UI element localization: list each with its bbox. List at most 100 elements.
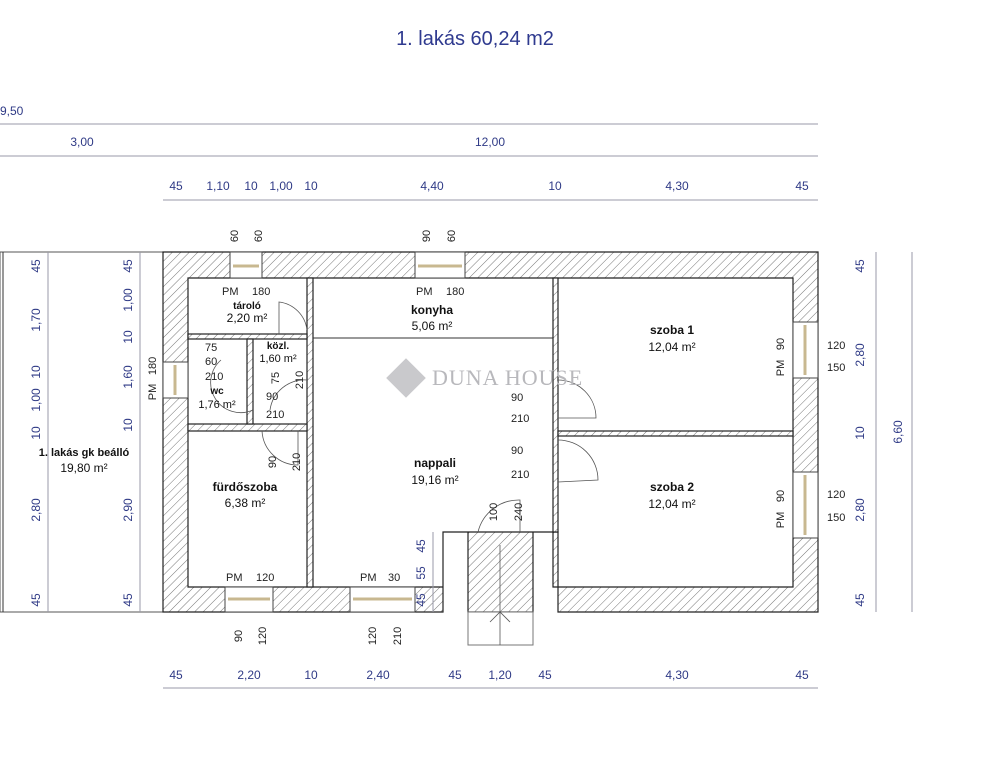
dim-total-width: 9,50 (0, 104, 24, 118)
room-area: 5,06 m² (412, 319, 453, 333)
dim-label: 1,20 (488, 668, 512, 682)
door-width: 60 (205, 356, 217, 368)
dim-label: 45 (448, 668, 462, 682)
dim-label: 4,30 (665, 668, 689, 682)
room-name: nappali (414, 456, 456, 470)
window-pm-value: 120 (256, 572, 274, 584)
dim-total-height: 6,60 (891, 420, 905, 444)
dim-label: 10 (121, 418, 135, 432)
dim-label: 10 (29, 426, 43, 440)
doors (210, 301, 599, 646)
room-area: 19,16 m² (411, 473, 458, 487)
top-dimensions: 9,50 3,00 12,00 45 1,10 10 1,00 10 4,40 … (0, 104, 818, 201)
window-height: 60 (446, 230, 458, 242)
room-name: fürdőszoba (213, 480, 278, 494)
dim-label: 45 (795, 179, 809, 193)
window-labels: PM 180 60 60 PM 180 90 60 PM 180 PM 90 1… (147, 230, 845, 645)
left-dimensions: 45 1,70 10 1,00 10 2,80 45 45 1,00 10 1,… (29, 252, 141, 612)
window-height: 150 (827, 362, 845, 374)
door-width: 75 (205, 342, 217, 354)
room-name: 1. lakás gk beálló (39, 447, 130, 459)
room-name: tároló (233, 301, 261, 312)
window-height: 60 (253, 230, 265, 242)
room-name: konyha (411, 303, 453, 317)
room-area: 12,04 m² (648, 340, 695, 354)
dim-label: 2,40 (366, 668, 390, 682)
dim-label: 45 (414, 539, 428, 553)
room-area: 12,04 m² (648, 497, 695, 511)
room-name: szoba 1 (650, 323, 694, 337)
walls (162, 251, 819, 613)
dim-label: 10 (304, 179, 318, 193)
dim-label: 10 (121, 330, 135, 344)
dim-label: 45 (29, 259, 43, 273)
dim-label: 2,20 (237, 668, 261, 682)
window-pm-value: 30 (388, 572, 400, 584)
room-name: szoba 2 (650, 480, 694, 494)
window-height: 210 (392, 627, 404, 645)
window-pm-value: 180 (252, 286, 270, 298)
window-pm: PM (775, 512, 787, 529)
dim-label: 55 (414, 566, 428, 580)
window-width: 120 (827, 489, 845, 501)
window-pm: PM (226, 572, 243, 584)
door-height: 210 (266, 409, 284, 421)
dim-label: 10 (244, 179, 258, 193)
plan-title: 1. lakás 60,24 m2 (396, 28, 554, 50)
bottom-dimensions: 45 2,20 10 2,40 45 1,20 45 4,30 45 (163, 668, 818, 689)
dim-label: 45 (169, 179, 183, 193)
window-pm: PM (416, 286, 433, 298)
dim-label: 1,00 (121, 288, 135, 312)
window-pm: PM (360, 572, 377, 584)
dim-label: 10 (29, 365, 43, 379)
window-pm: PM (222, 286, 239, 298)
dim-label: 1,60 (121, 365, 135, 389)
door-height: 240 (513, 503, 525, 521)
dim-label: 45 (121, 259, 135, 273)
window-height: 120 (257, 627, 269, 645)
door-width: 90 (511, 392, 523, 404)
door-width: 90 (511, 445, 523, 457)
dim-label: 45 (538, 668, 552, 682)
window-pm: PM (147, 384, 159, 401)
dim-label: 45 (853, 593, 867, 607)
dim-label: 3,00 (70, 135, 94, 149)
room-name: közl. (267, 341, 289, 352)
window-width: 60 (229, 230, 241, 242)
garage (0, 251, 164, 613)
dim-label: 1,70 (29, 308, 43, 332)
right-dimensions: 45 2,80 10 2,80 45 6,60 (853, 252, 913, 612)
window-width: 120 (827, 340, 845, 352)
dim-label: 2,80 (853, 343, 867, 367)
dim-label: 2,80 (853, 498, 867, 522)
window-pm-value: 180 (147, 357, 159, 375)
room-name: wc (209, 386, 224, 397)
dim-label: 10 (548, 179, 562, 193)
watermark-text: DUNA HOUSE (432, 365, 583, 390)
door-width: 100 (488, 503, 500, 521)
windows (162, 251, 819, 613)
dim-label: 45 (169, 668, 183, 682)
room-area: 1,76 m² (198, 399, 236, 411)
dim-label: 1,10 (206, 179, 230, 193)
dim-label: 45 (795, 668, 809, 682)
window-width: 90 (233, 630, 245, 642)
door-height: 210 (205, 371, 223, 383)
door-height: 210 (511, 413, 529, 425)
door-width: 90 (267, 456, 279, 468)
dim-label: 2,80 (29, 498, 43, 522)
dim-label: 10 (853, 426, 867, 440)
dim-label: 12,00 (475, 135, 505, 149)
window-height: 150 (827, 512, 845, 524)
window-width: 120 (367, 627, 379, 645)
dim-label: 45 (29, 593, 43, 607)
dim-label: 2,90 (121, 498, 135, 522)
room-area: 2,20 m² (227, 311, 268, 325)
dim-label: 4,30 (665, 179, 689, 193)
dim-label: 45 (414, 593, 428, 607)
dim-label: 1,00 (29, 388, 43, 412)
door-height: 210 (511, 469, 529, 481)
window-pm-value: 180 (446, 286, 464, 298)
door-height: 210 (294, 371, 306, 389)
